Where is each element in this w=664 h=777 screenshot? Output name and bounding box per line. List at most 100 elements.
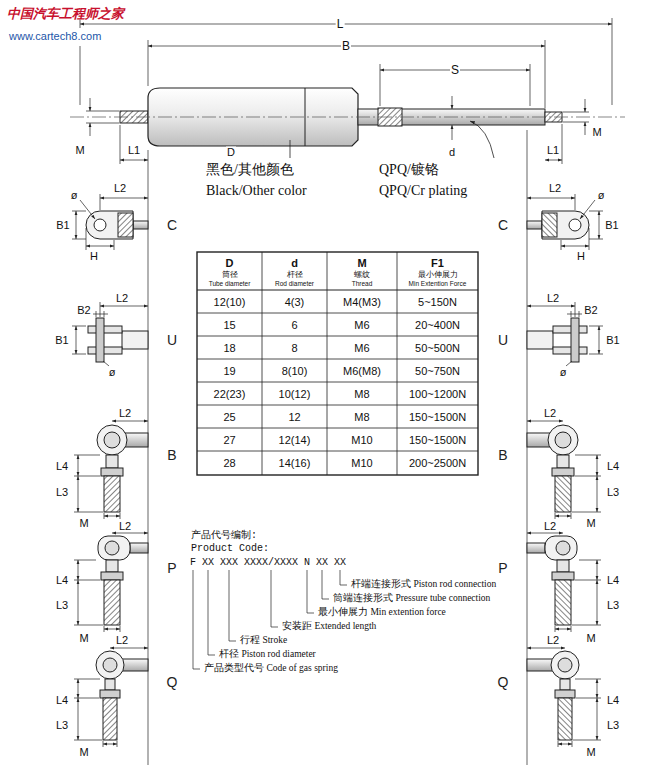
- table-header: 最小伸展力: [417, 271, 459, 279]
- end-fittings-part: [133, 221, 148, 229]
- table-header: Tube diameter: [208, 281, 252, 288]
- spec-table-grid-part: [197, 382, 478, 383]
- connection-type-letter: Q: [166, 675, 179, 689]
- table-cell: 18: [222, 342, 236, 353]
- watermark: www.cartech8.com: [8, 31, 102, 42]
- end-fittings-part: [86, 211, 133, 239]
- table-cell: 15: [222, 319, 236, 330]
- table-cell: 6: [290, 319, 298, 330]
- end-fittings-part: [101, 572, 123, 580]
- connection-type-letter: U: [497, 333, 509, 347]
- table-cell: 12(10): [213, 296, 247, 307]
- code-segment: F: [189, 558, 197, 568]
- code-segment: XXX: [219, 558, 239, 568]
- end-fittings-part: [101, 468, 123, 476]
- end-fittings-part: [76, 211, 77, 239]
- dimension-lines-part: [585, 122, 586, 135]
- end-fittings-part: [130, 543, 148, 553]
- dimension-lines-part: [452, 125, 453, 140]
- end-fittings-part: [96, 651, 124, 679]
- code-description: 杆径 Piston rod diameter: [218, 650, 317, 660]
- table-header: Min Extention Force: [408, 281, 468, 288]
- spec-table-grid-part: [327, 252, 328, 475]
- table-cell: 12: [287, 411, 301, 422]
- dimension-label: D: [226, 147, 236, 158]
- dimension-label: L3: [606, 720, 620, 731]
- end-fittings-part: [122, 331, 148, 349]
- callout-text: QPQ/Cr plating: [378, 184, 468, 198]
- dimension-label: L4: [55, 575, 69, 586]
- dimension-label: B1: [604, 220, 619, 231]
- end-fittings-part: [100, 302, 101, 317]
- connection-type-letter: B: [497, 448, 508, 462]
- end-fittings-part: [72, 194, 148, 250]
- end-fittings-part: [72, 211, 86, 212]
- end-fittings-part: [76, 326, 77, 354]
- table-cell: 25: [222, 411, 236, 422]
- dimension-lines-part: [545, 160, 562, 161]
- end-fittings-part: [72, 354, 86, 355]
- code-description: 安装距 Extended length: [281, 622, 377, 632]
- code-segment: XX: [333, 558, 347, 568]
- gas-spring-part: [70, 117, 625, 118]
- dimension-label: ø: [108, 367, 117, 378]
- dimension-label: ø: [559, 367, 568, 378]
- dimension-label: B1: [55, 220, 70, 231]
- code-description: 筒端连接形式 Pressure tube connection: [332, 594, 491, 604]
- code-leader-lines-part: [193, 570, 200, 669]
- table-cell: 50~500N: [414, 342, 461, 353]
- end-fittings-part: [78, 679, 79, 698]
- table-cell: 8(10): [281, 365, 309, 376]
- dimension-label: B2: [76, 305, 91, 316]
- dimension-label: M: [585, 633, 596, 644]
- spec-table-grid-part: [197, 252, 478, 475]
- dimension-lines-part: [86, 111, 119, 112]
- connection-type-letter: Q: [497, 675, 510, 689]
- dimension-label: L2: [546, 635, 560, 646]
- spec-table-grid-part: [197, 405, 478, 406]
- end-fittings-part: [97, 425, 127, 455]
- table-cell: 4(3): [284, 296, 306, 307]
- dimension-label: L4: [55, 461, 69, 472]
- end-fittings-part: [74, 421, 148, 519]
- dimension-label: d: [448, 147, 456, 158]
- code-description: 产品类型代号 Code of gas spring: [203, 664, 339, 674]
- end-fittings-part: [114, 240, 115, 250]
- end-fittings-part: [78, 580, 79, 625]
- dimension-label: M: [585, 518, 596, 529]
- end-fittings-part: [100, 194, 101, 210]
- table-cell: M4(M3): [342, 296, 382, 307]
- dimension-label: M: [78, 518, 89, 529]
- dimension-label: B1: [54, 335, 69, 346]
- table-header: 螺纹: [353, 271, 371, 279]
- end-fittings-part: [103, 658, 117, 672]
- spec-table-grid-part: [397, 252, 398, 475]
- dimension-label: ø: [70, 190, 79, 201]
- connection-type-letter: B: [166, 448, 177, 462]
- dimension-label: L3: [606, 487, 620, 498]
- code-description: 最小伸展力 Min extention force: [317, 608, 447, 618]
- end-fittings-part: [72, 326, 86, 327]
- table-header: Rod diameter: [274, 281, 315, 288]
- code-segment: XXXX/XXXX: [243, 558, 299, 568]
- table-cell: 200~2500N: [408, 457, 467, 468]
- end-fittings-part: [74, 560, 96, 561]
- code-description: 行程 Stroke: [239, 636, 288, 646]
- dimension-label: L3: [55, 487, 69, 498]
- end-fittings-part: [72, 239, 86, 240]
- end-fittings-part: [94, 219, 106, 231]
- end-fittings-part: [112, 533, 148, 534]
- code-heading: 产品代号编制:: [190, 531, 258, 541]
- table-header: d: [290, 258, 299, 269]
- spec-table-grid-part: [197, 428, 478, 429]
- dimension-label: L2: [113, 183, 127, 194]
- dimension-lines-part: [80, 46, 81, 105]
- end-fittings-part: [78, 455, 79, 476]
- dimension-label: B2: [583, 305, 598, 316]
- dimension-label: L4: [606, 695, 620, 706]
- dimension-label: M: [78, 633, 89, 644]
- spec-table-grid: [197, 252, 478, 475]
- connection-type-letter: U: [166, 333, 178, 347]
- end-fittings-part: [72, 302, 148, 366]
